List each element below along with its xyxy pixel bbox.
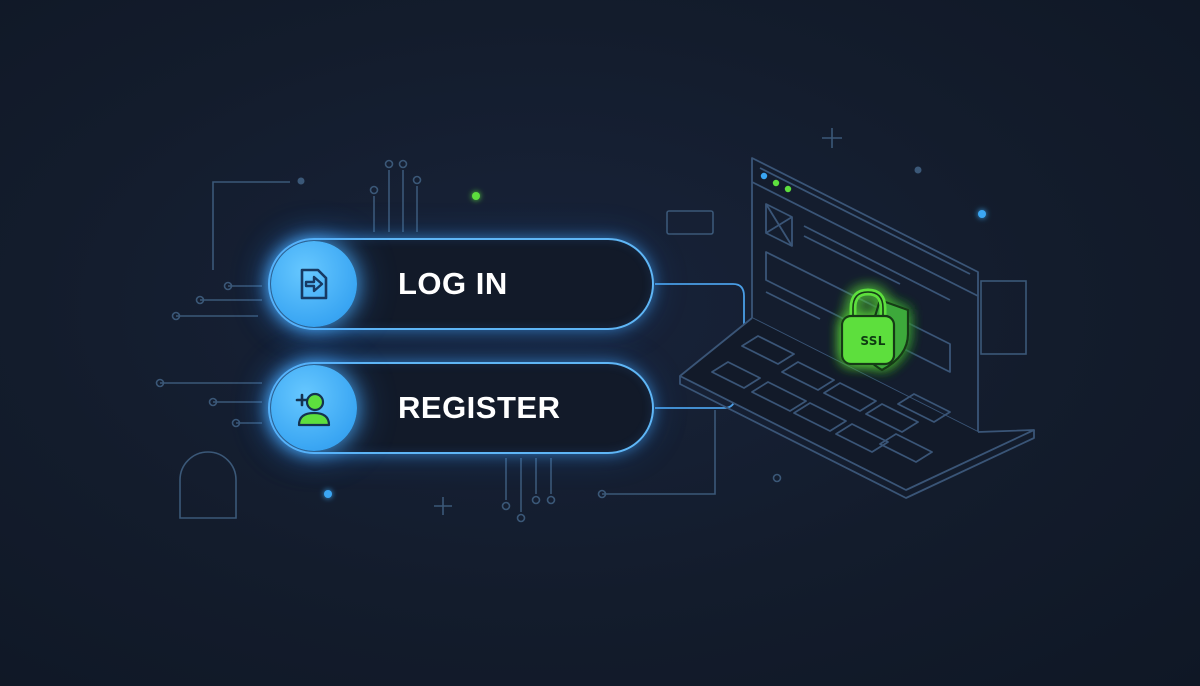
login-arrow-icon — [271, 241, 357, 327]
padlock-shield-icon — [840, 288, 910, 372]
register-button[interactable]: REGISTER — [268, 362, 654, 454]
circuit-traces — [155, 128, 1027, 523]
ssl-label: SSL — [860, 334, 886, 348]
login-button[interactable]: LOG IN — [268, 238, 654, 330]
register-label: REGISTER — [398, 390, 561, 425]
login-label: LOG IN — [398, 266, 508, 301]
glow-dots — [324, 192, 986, 498]
add-user-icon — [271, 365, 357, 451]
